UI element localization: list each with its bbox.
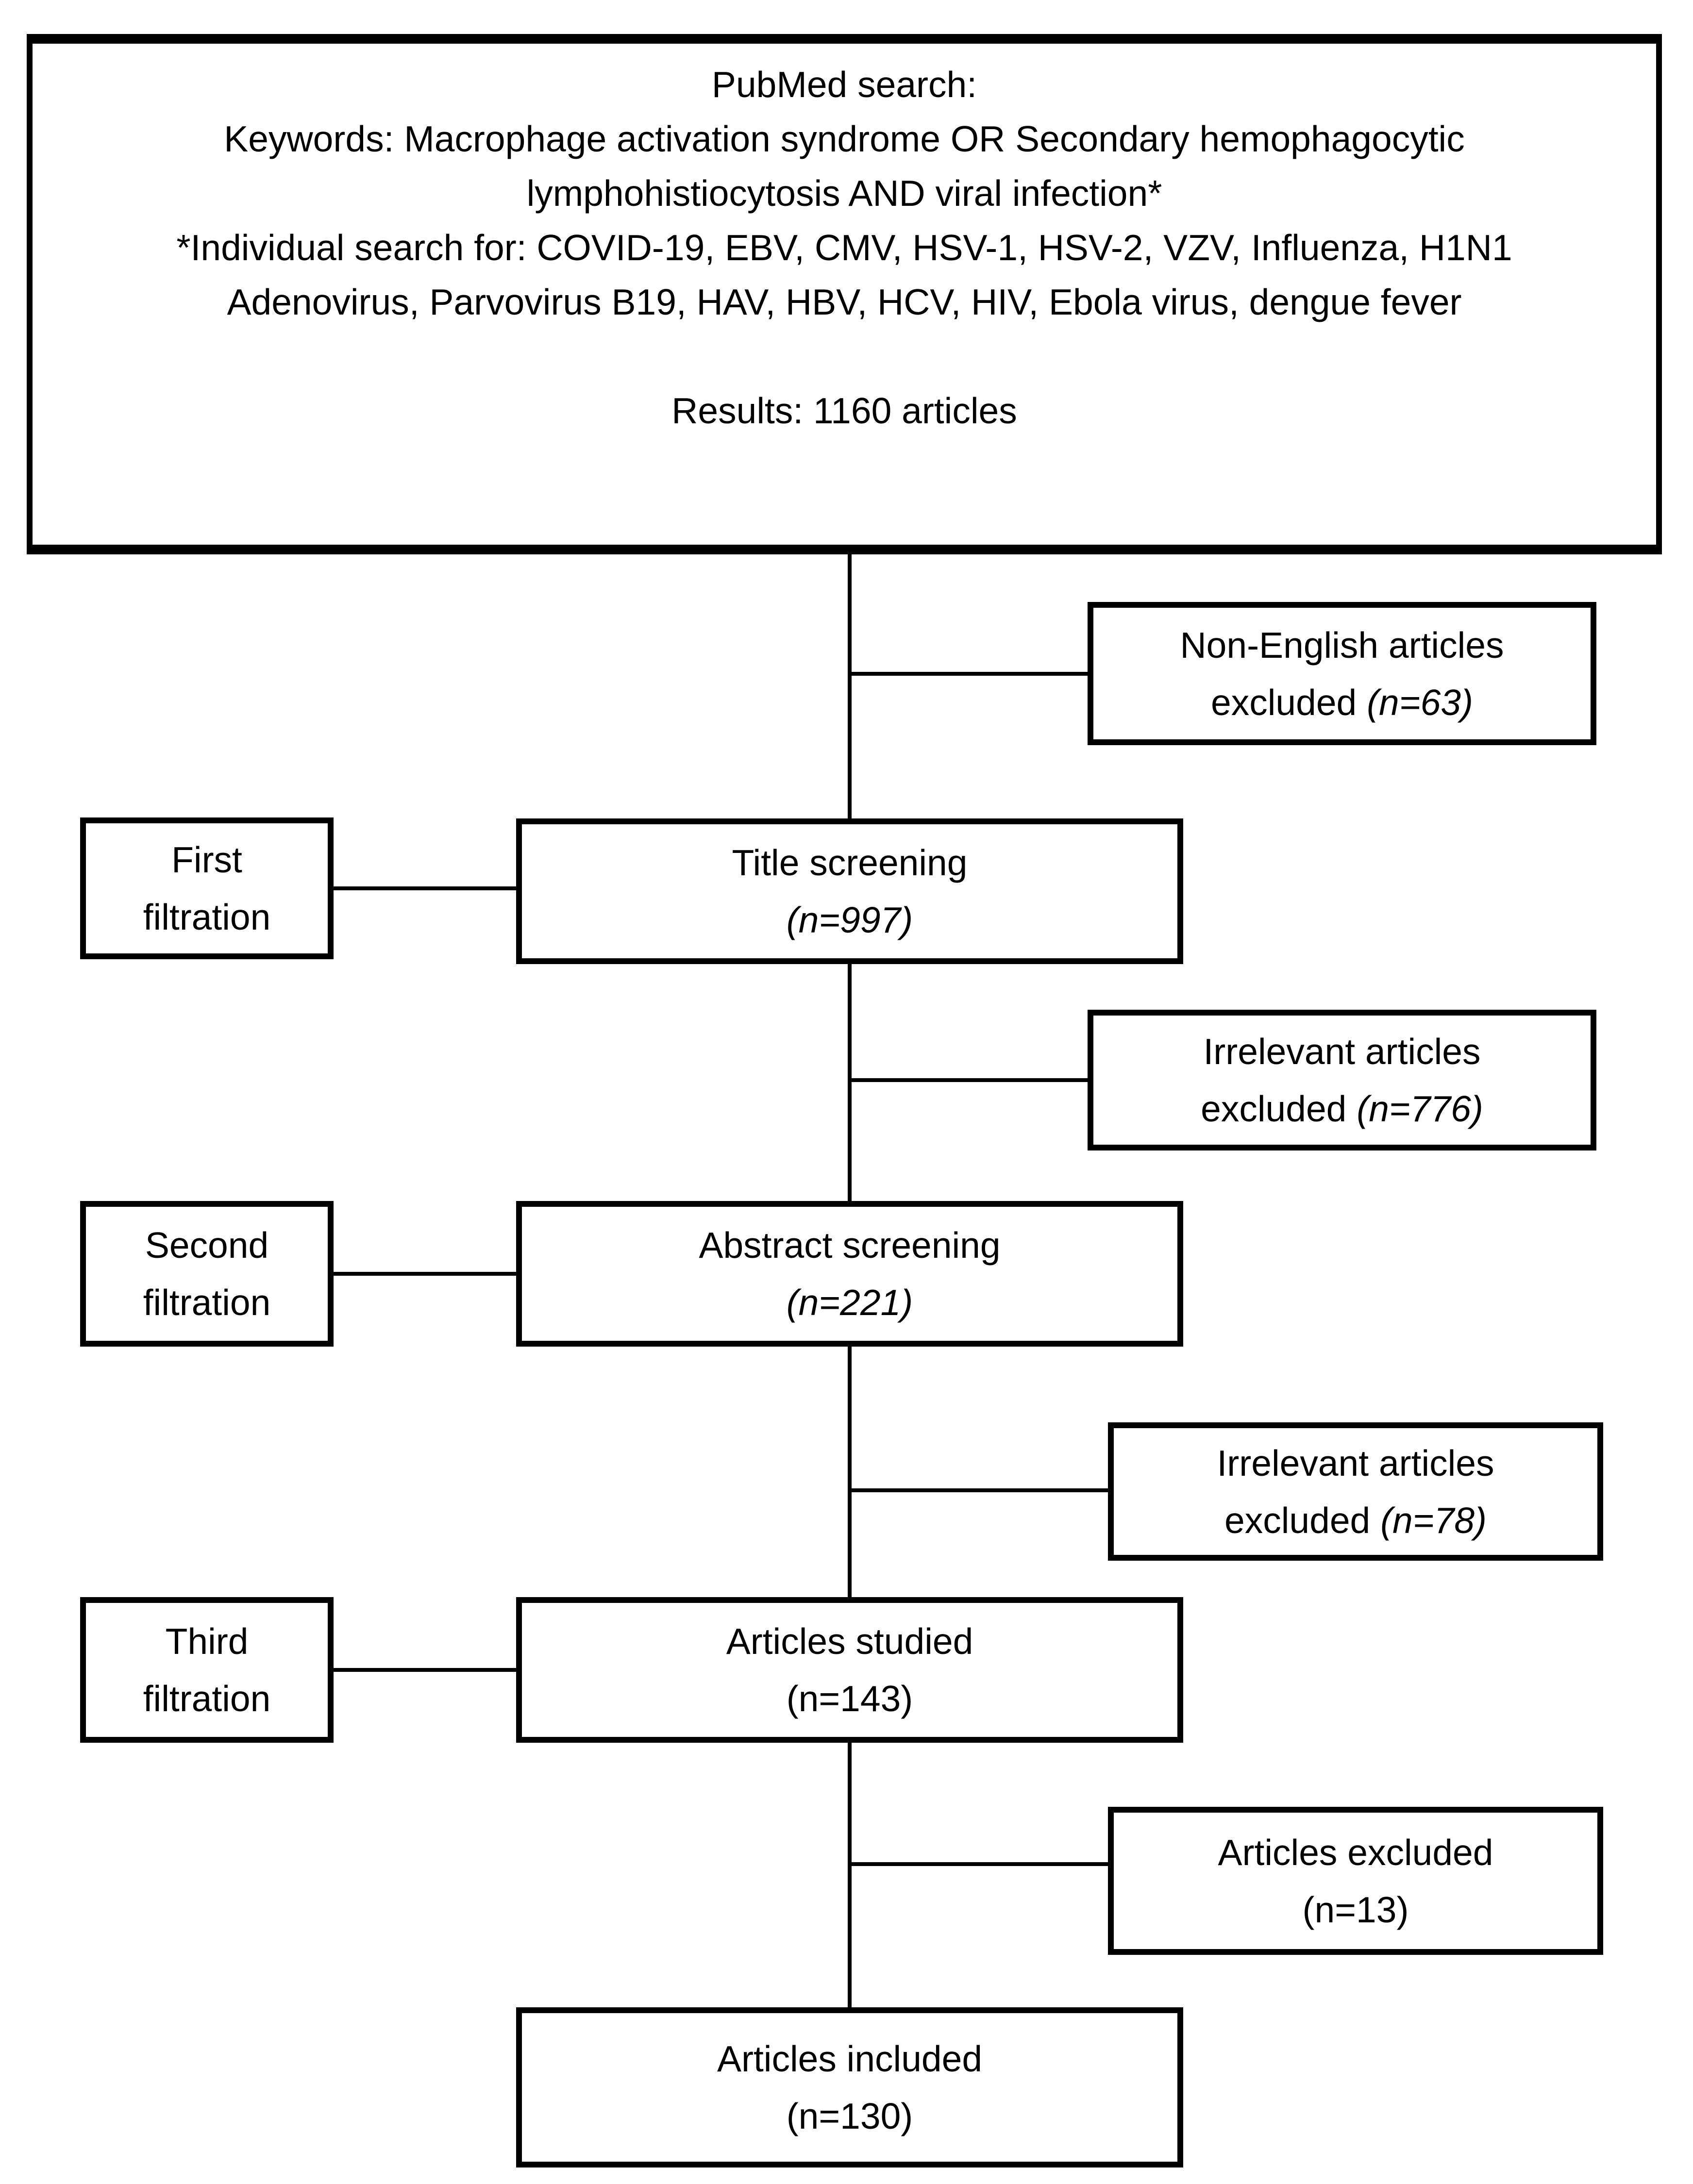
- connector-articles-excluded: [850, 1862, 1108, 1866]
- second-filtration-line-1: Second: [145, 1225, 269, 1266]
- spine-segment-2: [848, 964, 852, 1201]
- connector-first-filtration: [334, 886, 516, 890]
- articles-studied-label: Articles studied: [726, 1621, 973, 1662]
- articles-excluded-box: Articles excluded (n=13): [1108, 1807, 1603, 1955]
- irrelevant-78-line-1: Irrelevant articles: [1217, 1442, 1494, 1484]
- articles-studied-count: (n=143): [786, 1678, 913, 1719]
- individual-search-line-1: *Individual search for: COVID-19, EBV, C…: [176, 227, 1512, 268]
- third-filtration-line-1: Third: [165, 1621, 249, 1662]
- irrelevant-776-line-1: Irrelevant articles: [1203, 1031, 1481, 1072]
- non-english-excluded-count: (n=63): [1367, 682, 1473, 723]
- third-filtration-box: Third filtration: [80, 1597, 334, 1743]
- second-filtration-box: Second filtration: [80, 1201, 334, 1347]
- pubmed-search-box: PubMed search: Keywords: Macrophage acti…: [27, 34, 1662, 554]
- non-english-excluded-line-1: Non-English articles: [1180, 624, 1504, 666]
- irrelevant-776-count: (n=776): [1357, 1088, 1483, 1129]
- connector-second-filtration: [334, 1272, 516, 1276]
- abstract-screening-count: (n=221): [786, 1282, 913, 1323]
- spine-segment-1: [848, 554, 852, 818]
- spine-segment-3: [848, 1347, 852, 1597]
- first-filtration-line-1: First: [171, 839, 242, 880]
- irrelevant-776-box: Irrelevant articles excluded (n=776): [1088, 1010, 1596, 1150]
- connector-third-filtration: [334, 1668, 516, 1672]
- abstract-screening-label: Abstract screening: [699, 1225, 1001, 1266]
- articles-studied-box: Articles studied (n=143): [516, 1597, 1183, 1743]
- abstract-screening-box: Abstract screening (n=221): [516, 1201, 1183, 1347]
- individual-search-line-2: Adenovirus, Parvovirus B19, HAV, HBV, HC…: [227, 282, 1462, 322]
- keywords-line-1: Keywords: Macrophage activation syndrome…: [224, 118, 1465, 159]
- title-screening-box: Title screening (n=997): [516, 818, 1183, 964]
- non-english-excluded-box: Non-English articles excluded (n=63): [1088, 602, 1596, 745]
- irrelevant-78-line-2: excluded (n=78): [1224, 1492, 1487, 1549]
- third-filtration-line-2: filtration: [143, 1678, 271, 1719]
- irrelevant-78-prefix: excluded: [1224, 1500, 1381, 1541]
- articles-excluded-line-2: (n=13): [1303, 1881, 1409, 1938]
- pubmed-search-title: PubMed search:: [711, 64, 977, 105]
- spine-segment-4: [848, 1743, 852, 2007]
- articles-excluded-line-1: Articles excluded: [1218, 1832, 1493, 1873]
- individual-search-paragraph: *Individual search for: COVID-19, EBV, C…: [176, 220, 1512, 329]
- irrelevant-78-count: (n=78): [1380, 1500, 1487, 1541]
- second-filtration-line-2: filtration: [143, 1282, 271, 1323]
- connector-irrelevant-776: [850, 1078, 1088, 1082]
- first-filtration-line-2: filtration: [143, 897, 271, 937]
- non-english-excluded-prefix: excluded: [1211, 682, 1367, 723]
- articles-included-count: (n=130): [786, 2096, 913, 2136]
- connector-irrelevant-78: [850, 1488, 1108, 1492]
- keywords-paragraph: Keywords: Macrophage activation syndrome…: [224, 112, 1464, 220]
- keywords-line-2: lymphohistiocytosis AND viral infection*: [526, 173, 1162, 214]
- irrelevant-78-box: Irrelevant articles excluded (n=78): [1108, 1422, 1603, 1561]
- results-line: Results: 1160 articles: [671, 390, 1017, 431]
- articles-included-label: Articles included: [717, 2038, 983, 2079]
- title-screening-count: (n=997): [786, 900, 913, 940]
- non-english-excluded-line-2: excluded (n=63): [1211, 674, 1473, 731]
- connector-non-english: [850, 672, 1088, 676]
- articles-included-box: Articles included (n=130): [516, 2007, 1183, 2167]
- irrelevant-776-line-2: excluded (n=776): [1201, 1080, 1483, 1137]
- title-screening-label: Title screening: [732, 842, 968, 883]
- first-filtration-box: First filtration: [80, 817, 334, 959]
- irrelevant-776-prefix: excluded: [1201, 1088, 1357, 1129]
- articles-excluded-count: (n=13): [1302, 1889, 1409, 1930]
